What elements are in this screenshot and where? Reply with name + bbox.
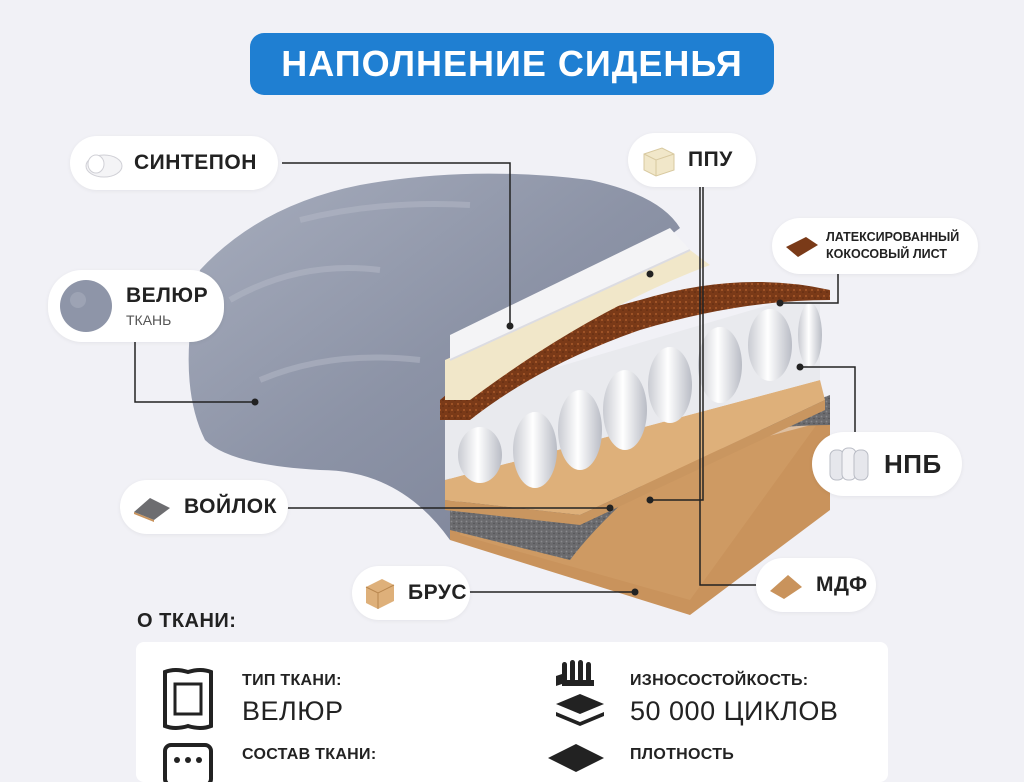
label-velour: ВЕЛЮР ТКАНЬ xyxy=(48,270,224,342)
label-npb: НПБ xyxy=(812,432,962,496)
label-sintepon: СИНТЕПОН xyxy=(70,136,278,190)
fabric-composition-icon xyxy=(163,743,213,782)
latex-label-line1: ЛАТЕКСИРОВАННЫЙ xyxy=(826,230,960,244)
wear-resistance-icon xyxy=(556,660,604,726)
mdf-label-text: МДФ xyxy=(816,573,868,596)
label-voilok: ВОЙЛОК xyxy=(120,480,288,534)
label-mdf: МДФ xyxy=(756,558,876,612)
mdf-swatch-icon xyxy=(770,575,802,599)
fabric-type-value: ВЕЛЮР xyxy=(242,696,344,726)
wear-resistance-label: ИЗНОСОСТОЙКОСТЬ: xyxy=(630,672,809,689)
velour-swatch-icon xyxy=(60,280,112,332)
foam-swatch-icon xyxy=(643,147,675,177)
npb-label-text: НПБ xyxy=(884,448,942,479)
label-latex-coconut: ЛАТЕКСИРОВАННЫЙ КОКОСОВЫЙ ЛИСТ xyxy=(772,218,978,274)
fabric-composition-label: СОСТАВ ТКАНИ: xyxy=(242,746,377,763)
fabric-type-label: ТИП ТКАНИ: xyxy=(242,672,342,689)
foam-layer-shape xyxy=(445,250,710,400)
spring-rows xyxy=(458,303,822,488)
latex-label-line2: КОКОСОВЫЙ ЛИСТ xyxy=(826,247,947,261)
sintepon-swatch-icon xyxy=(85,154,123,178)
felt-swatch-icon xyxy=(134,498,170,522)
page-title: НАПОЛНЕНИЕ СИДЕНЬЯ xyxy=(250,33,774,95)
fabric-info-card: ТИП ТКАНИ: ВЕЛЮР ИЗНОСОСТОЙКОСТЬ: 50 000… xyxy=(136,642,888,782)
velour-sub-text: ТКАНЬ xyxy=(126,312,172,328)
fabric-type-icon xyxy=(163,668,213,730)
ppu-label-text: ППУ xyxy=(688,148,733,171)
voilok-label-text: ВОЙЛОК xyxy=(184,495,277,518)
fabric-section-title: О ТКАНИ: xyxy=(137,610,237,632)
velour-fabric-shape xyxy=(188,173,681,541)
density-label: ПЛОТНОСТЬ xyxy=(630,746,735,763)
label-ppu: ППУ xyxy=(628,133,756,187)
wood-bar-swatch-icon xyxy=(365,579,395,609)
density-icon xyxy=(548,744,604,772)
brus-label-text: БРУС xyxy=(408,581,468,604)
coconut-swatch-icon xyxy=(786,237,818,257)
wear-resistance-value: 50 000 ЦИКЛОВ xyxy=(630,696,839,726)
label-brus: БРУС xyxy=(352,566,470,620)
sintepon-label-text: СИНТЕПОН xyxy=(134,151,257,174)
spring-swatch-icon xyxy=(829,447,869,481)
velour-label-text: ВЕЛЮР xyxy=(126,284,209,307)
